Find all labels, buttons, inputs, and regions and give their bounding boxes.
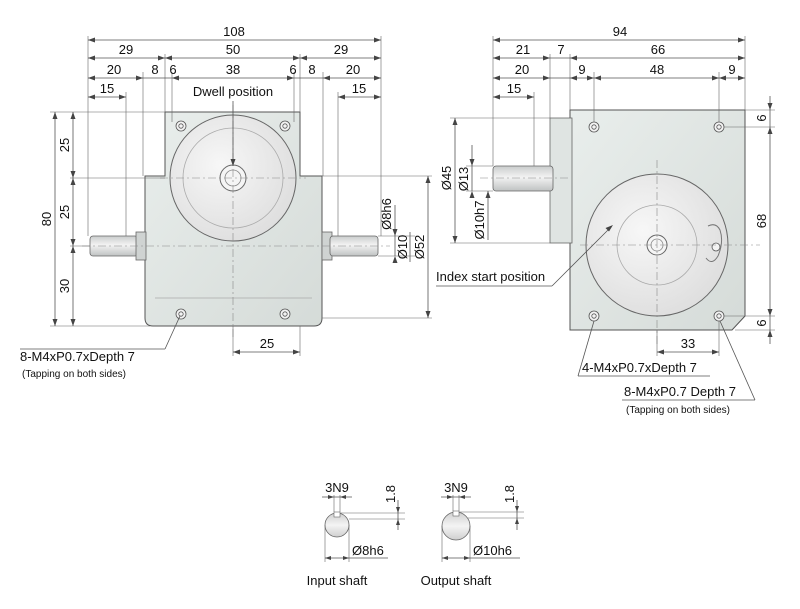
front-dim-h-b: 25 — [57, 205, 72, 219]
input-shaft-key: 3N9 — [325, 480, 349, 495]
front-tapping-note: (Tapping on both sides) — [22, 369, 126, 380]
side-left-dimension-lines — [450, 117, 550, 244]
front-right-dimension-lines — [322, 175, 432, 319]
front-dim-shaft-dia: Ø8h6 — [379, 198, 394, 230]
input-shaft-depth: 1.8 — [383, 485, 398, 503]
front-dim-r2-5: 8 — [308, 62, 315, 77]
front-dim-right: 29 — [334, 42, 348, 57]
front-top-extension-lines — [87, 36, 382, 236]
output-shaft-detail: 3N9 1.8 Ø10h6 Output shaft — [421, 480, 524, 588]
front-dim-r2-3: 38 — [226, 62, 240, 77]
front-dim-h-c: 30 — [57, 279, 72, 293]
front-top-dimension-lines — [88, 37, 381, 100]
front-dim-r2-2: 6 — [169, 62, 176, 77]
front-dim-r2-6: 20 — [346, 62, 360, 77]
output-shaft-key: 3N9 — [444, 480, 468, 495]
front-dim-left-15: 15 — [100, 81, 114, 96]
side-dim-15: 15 — [507, 81, 521, 96]
side-dim-bot6: 6 — [754, 319, 769, 326]
side-top-dimension-lines — [493, 37, 745, 100]
side-dim-c: 66 — [651, 42, 665, 57]
front-left-dimension-lines — [50, 111, 165, 327]
side-dim-d13: Ø13 — [456, 167, 471, 192]
side-dim-r2-3: 9 — [728, 62, 735, 77]
side-dim-overall: 94 — [613, 24, 627, 39]
front-dim-height: 80 — [39, 212, 54, 226]
front-dim-r2-1: 8 — [151, 62, 158, 77]
index-start-label: Index start position — [436, 269, 545, 284]
side-dim-r2-0: 20 — [515, 62, 529, 77]
side-right-dimension-lines — [724, 96, 775, 344]
front-dim-mid: 50 — [226, 42, 240, 57]
front-bolt-holes — [175, 120, 291, 320]
front-dim-overall: 108 — [223, 24, 245, 39]
input-shaft-detail: 3N9 1.8 Ø8h6 Input shaft — [307, 480, 405, 588]
dwell-position-label: Dwell position — [193, 84, 273, 99]
front-dim-h-a: 25 — [57, 138, 72, 152]
side-input-shaft — [492, 165, 554, 192]
side-4m4-callout: 4-M4xP0.7xDepth 7 — [582, 360, 697, 375]
front-dim-bottom: 25 — [260, 336, 274, 351]
side-dim-r2-1: 9 — [578, 62, 585, 77]
side-dim-68: 68 — [754, 214, 769, 228]
side-dim-top6: 6 — [754, 114, 769, 121]
side-dim-d45: Ø45 — [439, 166, 454, 191]
side-dim-r2-2: 48 — [650, 62, 664, 77]
front-dim-r2-4: 6 — [289, 62, 296, 77]
output-shaft-caption: Output shaft — [421, 573, 492, 588]
front-dim-right-15: 15 — [352, 81, 366, 96]
side-dim-d10h7: Ø10h7 — [472, 200, 487, 239]
side-8m4-callout: 8-M4xP0.7 Depth 7 — [624, 384, 736, 399]
input-shaft-dia: Ø8h6 — [352, 543, 384, 558]
front-dim-left: 29 — [119, 42, 133, 57]
front-dim-r2-0: 20 — [107, 62, 121, 77]
side-dim-b: 7 — [557, 42, 564, 57]
side-dim-bottom: 33 — [681, 336, 695, 351]
side-view: 94 21 7 66 20 9 48 9 15 Ø45 Ø13 Ø10h7 — [436, 24, 775, 416]
side-tapping-note: (Tapping on both sides) — [626, 405, 730, 416]
front-dim-dia10: Ø10 — [395, 235, 410, 260]
side-dim-a: 21 — [516, 42, 530, 57]
front-view: 108 29 50 29 20 8 6 38 6 8 20 15 15 80 2… — [20, 24, 432, 380]
front-dim-dia52: Ø52 — [412, 235, 427, 260]
side-bolt-holes — [588, 121, 725, 322]
input-shaft-caption: Input shaft — [307, 573, 368, 588]
output-shaft-depth: 1.8 — [502, 485, 517, 503]
output-shaft-dia: Ø10h6 — [473, 543, 512, 558]
front-tapping-callout: 8-M4xP0.7xDepth 7 — [20, 349, 135, 364]
